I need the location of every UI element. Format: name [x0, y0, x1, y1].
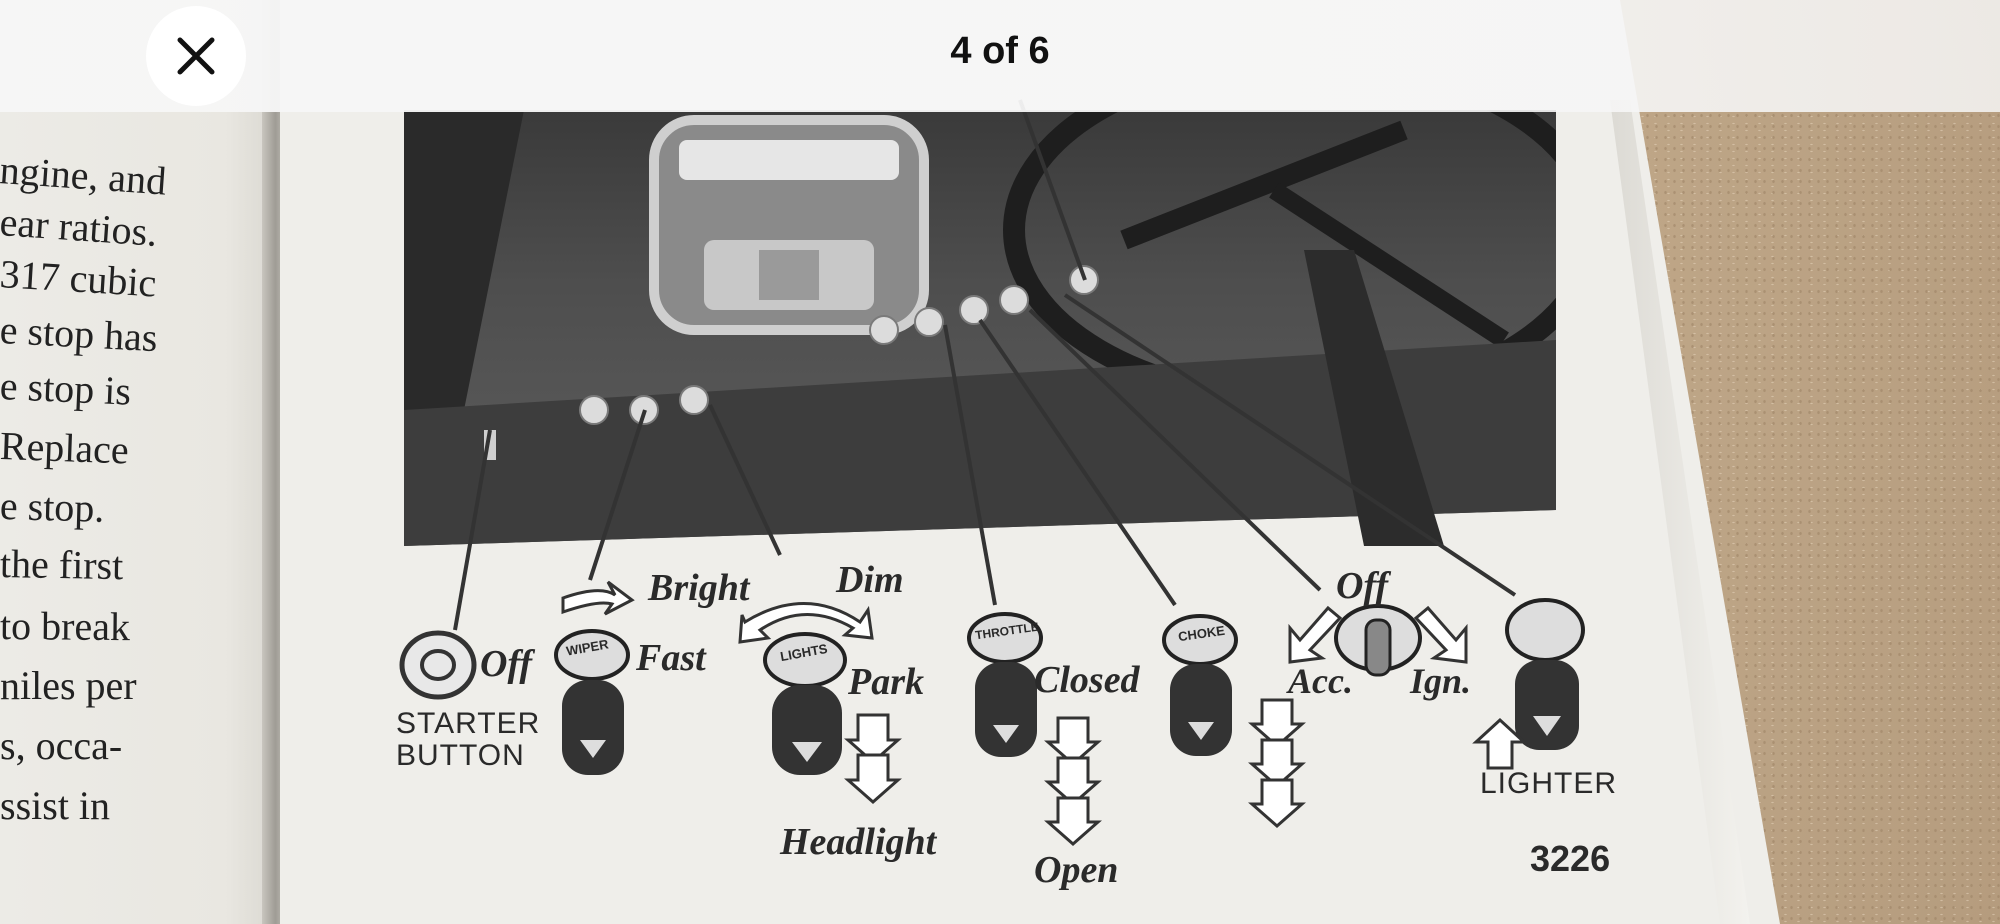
choke-knob-icon — [1162, 614, 1238, 756]
dim-label: Dim — [836, 559, 904, 601]
starter-button-label: STARTER BUTTON — [396, 707, 541, 772]
ignition-off-label: Off — [1336, 565, 1389, 607]
throttle-closed-label: Closed — [1034, 659, 1140, 701]
close-icon — [177, 37, 215, 75]
arrow-icon — [1288, 605, 1343, 664]
close-button[interactable] — [146, 6, 246, 106]
throttle-open-label: Open — [1034, 849, 1119, 891]
lighter-knob-icon — [1505, 598, 1585, 750]
headlight-label: Headlight — [780, 821, 937, 863]
leader-lines — [453, 99, 1517, 631]
ignition-acc-label: Acc. — [1288, 661, 1353, 701]
left-text-line: ssist in — [0, 783, 111, 828]
starter-off-label: Off — [480, 643, 533, 685]
ignition-ign-label: Ign. — [1410, 661, 1472, 701]
left-text-line: niles per — [0, 663, 137, 708]
pull-arrows-icon — [1248, 698, 1306, 828]
dimmer-arrow-icon — [738, 602, 874, 644]
left-text-line: s, occa- — [0, 723, 123, 768]
wiper-fast-label: Fast — [636, 637, 706, 679]
wiper-knob-icon — [554, 629, 630, 775]
arrow-icon — [1413, 605, 1468, 664]
ignition-switch-icon — [1334, 604, 1422, 677]
bright-label: Bright — [648, 567, 750, 609]
starter-button-icon — [399, 630, 477, 700]
pull-arrows-icon — [844, 713, 902, 804]
arrow-icon — [561, 580, 635, 616]
throttle-knob-icon — [967, 612, 1043, 757]
lighter-label: LIGHTER — [1480, 767, 1618, 800]
viewer-top-bar: 4 of 6 — [0, 0, 2000, 112]
park-label: Park — [848, 661, 924, 703]
page-counter: 4 of 6 — [950, 30, 1050, 72]
left-book-page: ngine, and ear ratios. 317 cubic e stop … — [0, 0, 282, 924]
lights-knob-icon — [763, 632, 847, 775]
pull-arrows-icon — [1044, 716, 1102, 846]
push-arrow-icon — [1472, 717, 1528, 770]
figure-number: 3226 — [1530, 838, 1611, 879]
dashboard-illustration — [404, 110, 1556, 546]
